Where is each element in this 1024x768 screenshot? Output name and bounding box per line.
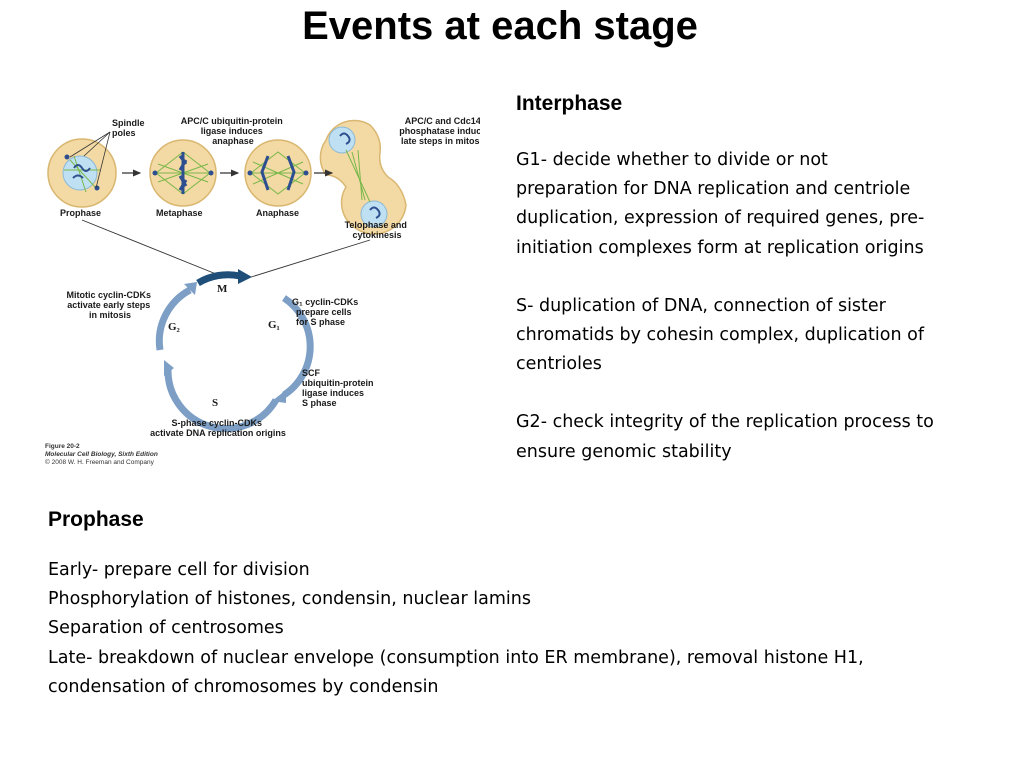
g1-line: preparation for DNA replication and cent… — [516, 179, 911, 200]
prophase-cell — [47, 138, 117, 208]
s-cdks-label: S-phase cyclin-CDKs activate DNA replica… — [150, 418, 286, 438]
prophase-line: Separation of centrosomes — [48, 618, 284, 639]
stage-metaphase-label: Metaphase — [156, 208, 203, 218]
telophase-cell — [319, 119, 407, 235]
g1-line: duplication, expression of required gene… — [516, 208, 925, 229]
letter-g1: G₁ — [268, 319, 280, 331]
interphase-body: G1- decide whether to divide or not prep… — [516, 146, 934, 467]
cell-cycle-ring — [155, 269, 314, 433]
s-line: S- duplication of DNA, connection of sis… — [516, 295, 886, 316]
scf-label: SCF ubiquitin-protein ligase induces S p… — [302, 368, 376, 408]
anaphase-cell — [244, 139, 312, 207]
figure-caption: Figure 20-2 Molecular Cell Biology, Sixt… — [45, 433, 163, 466]
s-line: chromatids by cohesin complex, duplicati… — [516, 325, 924, 346]
g1-line: initiation complexes form at replication… — [516, 237, 924, 258]
g2-line: ensure genomic stability — [516, 441, 732, 462]
prophase-body: Early- prepare cell for division Phospho… — [48, 556, 864, 702]
metaphase-cell — [149, 139, 217, 207]
g1-line: G1- decide whether to divide or not — [516, 150, 828, 170]
prophase-heading: Prophase — [48, 508, 144, 531]
apc-cdc14-label: APC/C and Cdc14 phosphatase induce late … — [399, 116, 480, 146]
apc-anaphase-label: APC/C ubiquitin-protein ligase induces a… — [181, 116, 286, 146]
stage-anaphase-label: Anaphase — [256, 208, 299, 218]
letter-s: S — [212, 397, 218, 409]
g1-cdks-label: G₁ cyclin-CDKs prepare cells for S phase — [292, 297, 361, 327]
letter-m: M — [217, 283, 228, 295]
prophase-line: condensation of chromosomes by condensin — [48, 676, 439, 697]
s-line: centrioles — [516, 354, 602, 375]
cell-cycle-figure: Spindle poles APC/C ubiquitin-protein li… — [45, 116, 480, 466]
prophase-line: Late- breakdown of nuclear envelope (con… — [48, 647, 864, 668]
stage-prophase-label: Prophase — [60, 208, 101, 218]
prophase-line: Early- prepare cell for division — [48, 560, 310, 580]
interphase-heading: Interphase — [516, 92, 623, 115]
stage-telophase-label: Telophase and cytokinesis — [345, 220, 410, 240]
letter-g2: G₂ — [168, 321, 181, 333]
mitotic-cdks-label: Mitotic cyclin-CDKs activate early steps… — [66, 290, 153, 320]
prophase-line: Phosphorylation of histones, condensin, … — [48, 589, 531, 610]
slide-title: Events at each stage — [302, 4, 698, 48]
g2-line: G2- check integrity of the replication p… — [516, 412, 934, 433]
spindle-poles-label: Spindle poles — [112, 118, 147, 138]
